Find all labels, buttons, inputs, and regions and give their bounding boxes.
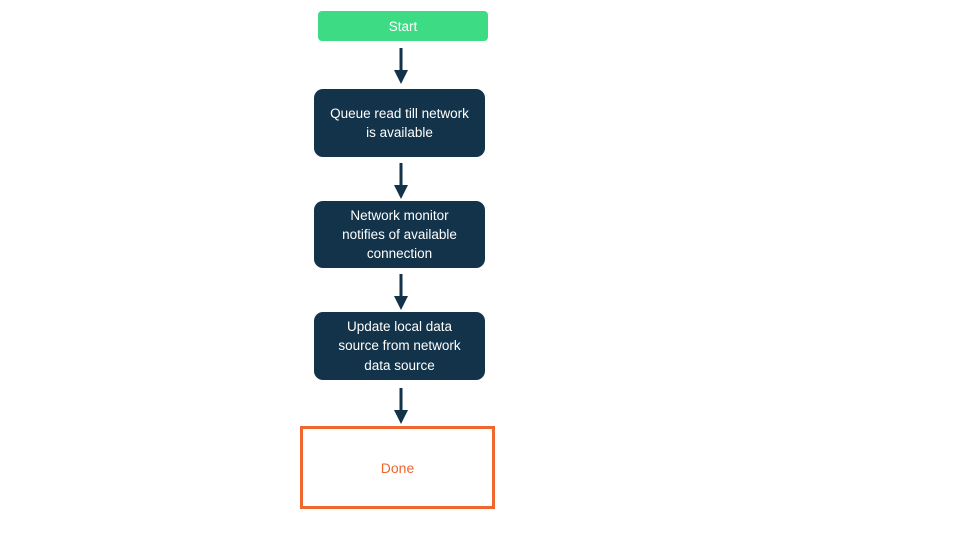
node-network-monitor: Network monitor notifies of available co…	[314, 201, 485, 268]
arrow-down-icon	[394, 163, 408, 199]
node-update-local-data: Update local data source from network da…	[314, 312, 485, 380]
node-network-monitor-label: Network monitor notifies of available co…	[342, 207, 457, 262]
node-queue-read-label: Queue read till network is available	[330, 105, 469, 140]
node-done-label: Done	[380, 459, 415, 476]
node-start: Start	[318, 11, 488, 41]
node-queue-read: Queue read till network is available	[314, 89, 485, 157]
arrow-down-icon	[394, 48, 408, 84]
node-update-local-data-label: Update local data source from network da…	[338, 319, 461, 373]
arrow-down-icon	[394, 274, 408, 310]
node-start-label: Start	[388, 18, 418, 34]
arrow-down-icon	[394, 388, 408, 424]
node-done: Done	[300, 426, 495, 509]
